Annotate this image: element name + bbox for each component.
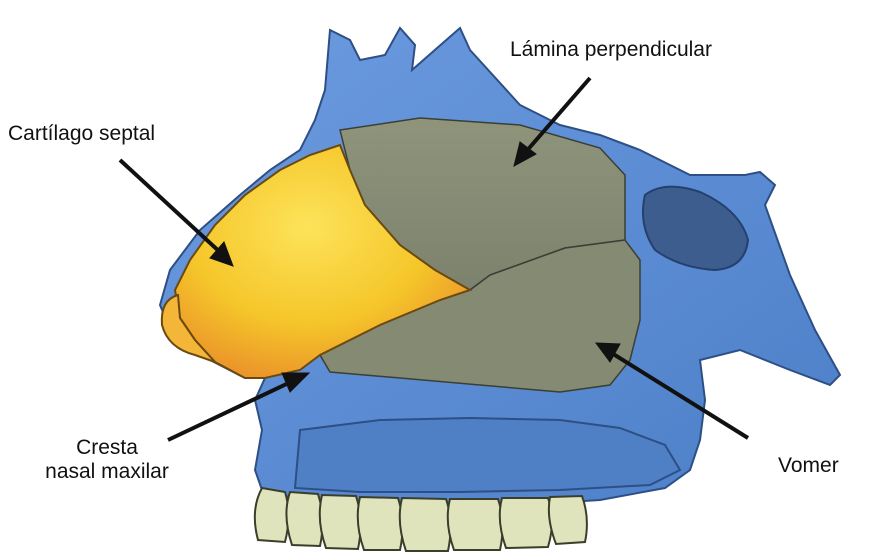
teeth-row (255, 488, 587, 551)
label-cresta-line1: Cresta (12, 436, 202, 460)
label-cresta-line2: nasal maxilar (12, 460, 202, 484)
label-cresta-nasal-maxilar: Cresta nasal maxilar (12, 436, 202, 484)
label-vomer: Vomer (778, 454, 839, 478)
arrow-cartilago (120, 160, 222, 254)
label-lamina-perpendicular: Lámina perpendicular (510, 38, 712, 62)
label-cartilago-septal: Cartílago septal (8, 122, 155, 146)
